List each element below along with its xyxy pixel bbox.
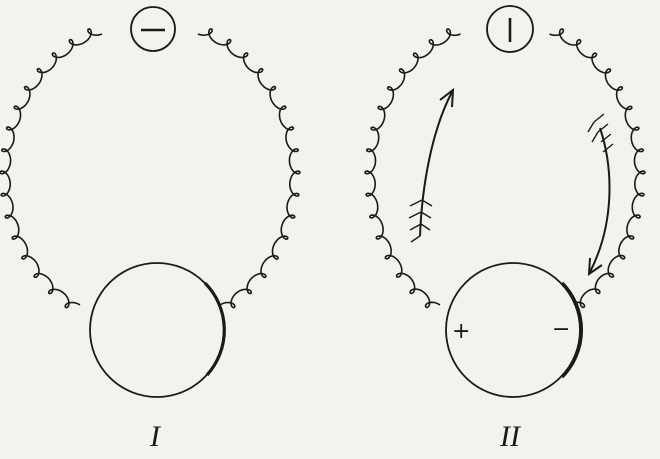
figure-1-large-circle-thick-edge <box>203 281 226 377</box>
figure-2-large-circle-thick-edge <box>560 281 584 379</box>
figure-2-coil-wire <box>364 28 646 309</box>
figure-2-plus-sign: + <box>452 319 471 344</box>
figure-1-label: I <box>150 420 160 453</box>
figure-2-minus-sign: − <box>552 317 571 342</box>
figure-2-upward-arrow-head <box>439 87 455 108</box>
figure-2-upward-arrow-fletching <box>408 199 433 243</box>
figure-2-upward-arrow-shaft <box>419 91 453 237</box>
figure-2-downward-arrow-fletching <box>587 113 614 153</box>
figure-1-large-circle <box>89 262 225 398</box>
figure-2-downward-arrow-shaft <box>589 127 611 273</box>
figure-2 <box>364 5 646 398</box>
figure-1 <box>0 6 301 398</box>
figure-1-coil-wire <box>0 28 301 309</box>
figure-2-label: II <box>500 420 520 453</box>
figure-2-downward-arrow-head <box>587 257 603 276</box>
